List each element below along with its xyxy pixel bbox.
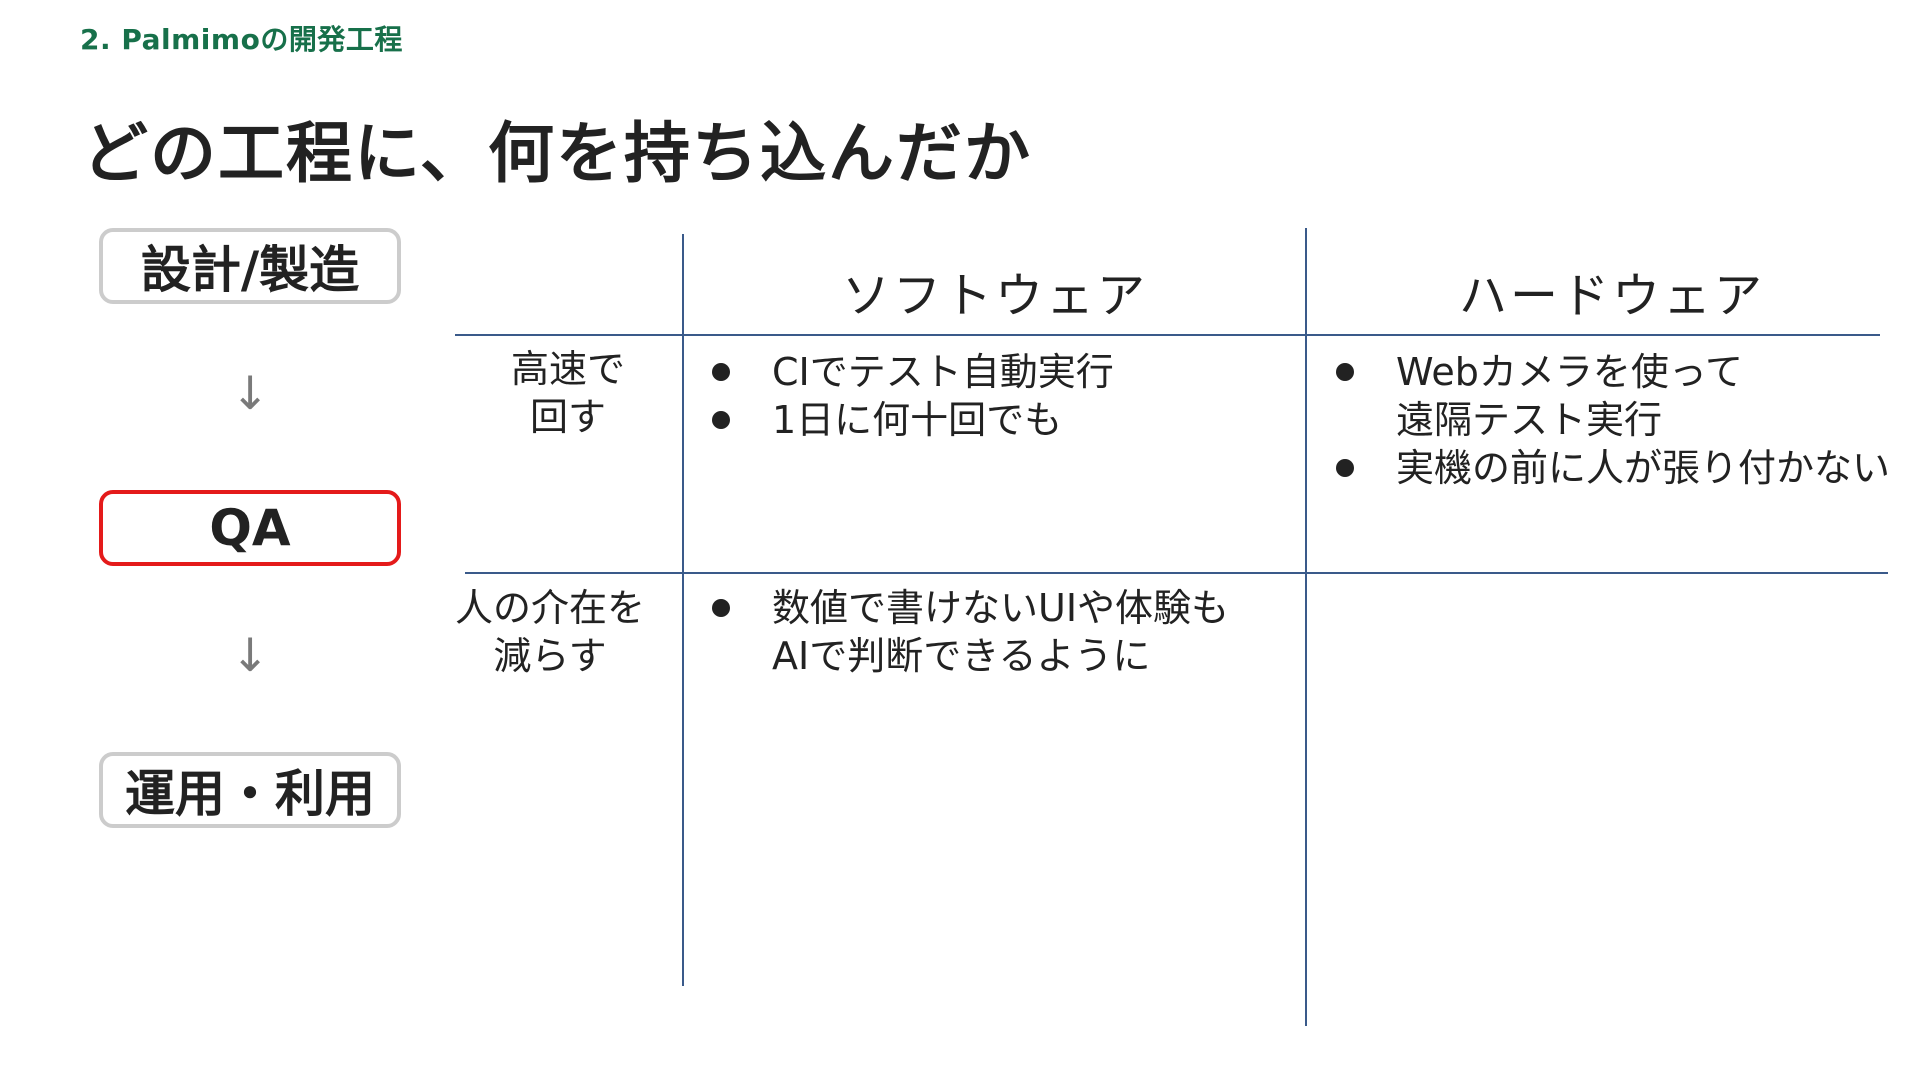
- bullet-icon: [1336, 459, 1354, 477]
- bullet-icon: [1336, 363, 1354, 381]
- bullet-text: 数値で書けないUIや体験も: [772, 586, 1230, 630]
- bullet-text: AIで判断できるように: [772, 634, 1151, 678]
- bullet-text: 実機の前に人が張り付かない: [1396, 446, 1891, 490]
- row-header-speed: 高速で 回す: [480, 345, 656, 441]
- row-header-reduce: 人の介在を 減らす: [445, 584, 655, 680]
- list-item: 実機の前に人が張り付かない: [1330, 444, 1890, 492]
- list-item: 1日に何十回でも: [706, 396, 1114, 444]
- row-header-line: 人の介在を: [454, 586, 645, 630]
- bullet-icon: [712, 411, 730, 429]
- table-divider-vertical: [682, 234, 684, 986]
- cell-reduce-software: 数値で書けないUIや体験も AIで判断できるように: [706, 584, 1229, 680]
- bullet-icon: [712, 599, 730, 617]
- row-header-line: 減らす: [493, 634, 607, 678]
- bullet-icon: [712, 363, 730, 381]
- column-header-software: ソフトウェア: [841, 268, 1148, 324]
- table-divider-vertical: [1305, 228, 1307, 1026]
- cell-speed-software: CIでテスト自動実行 1日に何十回でも: [706, 348, 1114, 444]
- row-header-line: 回す: [529, 395, 606, 439]
- list-item: 数値で書けないUIや体験も AIで判断できるように: [706, 584, 1229, 680]
- down-arrow-icon: ↓: [230, 628, 270, 682]
- stage-ops: 運用・利用: [99, 752, 401, 828]
- table-divider-horizontal: [465, 572, 1888, 574]
- bullet-text: 遠隔テスト実行: [1396, 398, 1663, 442]
- table-divider-horizontal: [455, 334, 1880, 336]
- list-item: Webカメラを使って 遠隔テスト実行: [1330, 348, 1890, 444]
- stage-design-label: 設計/製造: [140, 241, 360, 299]
- stage-qa-label: QA: [209, 499, 291, 557]
- bullet-text: Webカメラを使って: [1396, 350, 1743, 394]
- down-arrow-icon: ↓: [230, 366, 270, 420]
- row-header-line: 高速で: [510, 347, 625, 391]
- stage-qa: QA: [99, 490, 401, 566]
- bullet-text: CIでテスト自動実行: [772, 350, 1114, 394]
- stage-design: 設計/製造: [99, 228, 401, 304]
- page-title: どの工程に、何を持ち込んだか: [82, 115, 1033, 192]
- cell-speed-hardware: Webカメラを使って 遠隔テスト実行 実機の前に人が張り付かない: [1330, 348, 1890, 492]
- section-title: 2. Palmimoの開発工程: [80, 23, 403, 56]
- bullet-text: 1日に何十回でも: [772, 398, 1063, 442]
- list-item: CIでテスト自動実行: [706, 348, 1114, 396]
- stage-ops-label: 運用・利用: [125, 765, 375, 823]
- column-header-hardware: ハードウェア: [1458, 268, 1765, 324]
